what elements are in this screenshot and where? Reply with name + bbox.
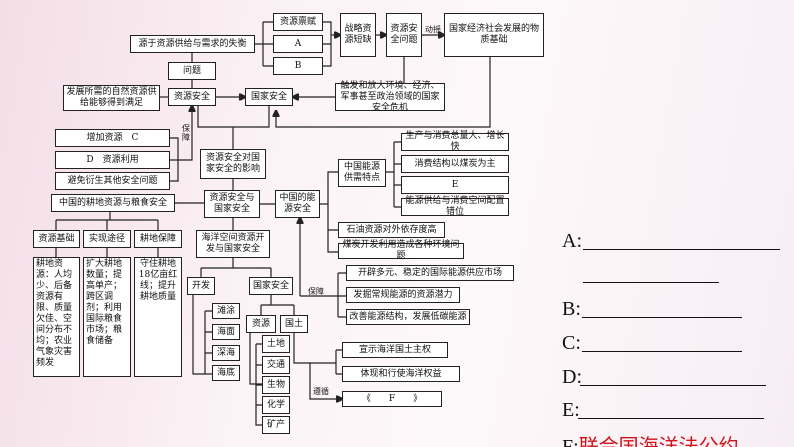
node-protect: 耕地保障 xyxy=(134,230,182,248)
node-a: A xyxy=(273,35,323,53)
node-land: 国土 xyxy=(280,315,308,333)
answer-d-label: D: xyxy=(562,366,582,388)
node-farmland: 中国的耕地资源与粮食安全 xyxy=(51,194,175,212)
node-ocean-security: 国家安全 xyxy=(249,277,293,295)
node-protect-text: 守住耕地18亿亩红线；提升耕地质量 xyxy=(134,257,182,377)
node-supply-demand: 中国能源供需特点 xyxy=(338,159,386,187)
answer-f: F:联合国海洋法公约 xyxy=(562,430,739,447)
node-route: 实现途径 xyxy=(83,230,131,248)
node-f2: 消费结构以煤炭为主 xyxy=(401,155,509,173)
node-endowment: 资源禀赋 xyxy=(273,13,323,31)
answer-c-blank[interactable] xyxy=(582,334,742,352)
node-national-security: 国家安全 xyxy=(245,88,293,106)
node-r5: 矿产 xyxy=(262,416,290,434)
node-shortage: 战略资源短缺 xyxy=(340,13,376,57)
node-r4: 化学 xyxy=(262,396,290,414)
node-basis-text: 耕地资源：人均少、后备资源有限、质量欠佳、空间分布不均；农业气象灾害频发 xyxy=(33,257,80,377)
node-d1: 滩涂 xyxy=(212,303,240,319)
node-d3: 深海 xyxy=(212,345,240,361)
node-route-text: 扩大耕地数量；提高单产；跨区调剂；利用国际粮食市场；粮食储备 xyxy=(83,257,131,377)
node-imbalance: 源于资源供给与需求的失衡 xyxy=(130,35,255,53)
answer-f-value: 联合国海洋法公约 xyxy=(578,436,739,447)
node-f: 《 F 》 xyxy=(342,391,442,407)
node-satisfy: 发展所需的自然资源供给能够得到满足 xyxy=(63,85,160,111)
node-res: 资源 xyxy=(246,315,276,333)
node-oil: 石油资源对外依存度高 xyxy=(338,222,445,238)
node-l1: 宣示海洋国土主权 xyxy=(342,342,448,358)
node-e: E xyxy=(401,176,509,194)
node-security-issue: 资源安全问题 xyxy=(386,13,422,57)
answer-b-blank[interactable] xyxy=(582,300,742,318)
node-crisis: 触发和放大环境、经济、军事甚至政治领域的国家安全危机 xyxy=(335,81,445,113)
node-d2: 海面 xyxy=(212,324,240,340)
node-problem: 问题 xyxy=(168,62,216,80)
node-b: B xyxy=(273,57,323,75)
node-impact: 资源安全对国家安全的影响 xyxy=(200,149,266,179)
node-f1: 生产与消费总量大、增长快 xyxy=(401,131,509,152)
node-basis-box: 资源基础 xyxy=(33,230,80,248)
node-energy: 中国的能源安全 xyxy=(275,190,320,218)
node-r2: 交通 xyxy=(262,356,290,374)
node-l2: 体现和行使海洋权益 xyxy=(342,366,460,382)
answer-e-label: E: xyxy=(562,399,580,421)
guarantee-label: 保障 xyxy=(182,124,190,142)
node-develop: 开发 xyxy=(187,277,215,295)
node-coal: 煤炭开发利用造成各种环境问题 xyxy=(338,240,464,261)
answer-a-label: A: xyxy=(562,230,582,252)
node-use: D 资源利用 xyxy=(55,151,170,169)
node-g1: 开辟多元、稳定的国际能源供应市场 xyxy=(346,265,514,281)
node-basis: 国家经济社会发展的物质基础 xyxy=(444,13,544,57)
node-f4: 能源供给与消费空间配置错位 xyxy=(401,196,509,217)
node-resource-security: 资源安全 xyxy=(168,88,216,106)
answer-d-blank[interactable] xyxy=(580,368,766,386)
answer-c-label: C: xyxy=(562,332,581,354)
node-d4: 海底 xyxy=(212,365,240,381)
node-r3: 生物 xyxy=(262,376,290,394)
node-center: 资源安全与国家安全 xyxy=(204,190,260,218)
node-avoid: 避免衍生其他安全问题 xyxy=(55,172,170,190)
follow-label: 遵循 xyxy=(313,387,329,396)
node-r1: 土地 xyxy=(262,335,290,353)
answer-e-blank[interactable] xyxy=(578,401,764,419)
answer-a-blank-2[interactable] xyxy=(583,265,719,283)
answer-b-label: B: xyxy=(562,298,581,320)
answer-a-blank[interactable] xyxy=(583,232,780,250)
node-g3: 改善能源结构，发展低碳能源 xyxy=(346,309,470,325)
node-ocean: 海洋空间资源开发与国家安全 xyxy=(196,230,270,258)
node-g2: 发掘常规能源的资源潜力 xyxy=(346,287,460,303)
node-increase: 增加资源 C xyxy=(55,129,170,147)
energy-guarantee-label: 保障 xyxy=(308,287,324,296)
answer-f-label: F: xyxy=(562,436,579,447)
shake-label: 动摇 xyxy=(425,25,441,34)
